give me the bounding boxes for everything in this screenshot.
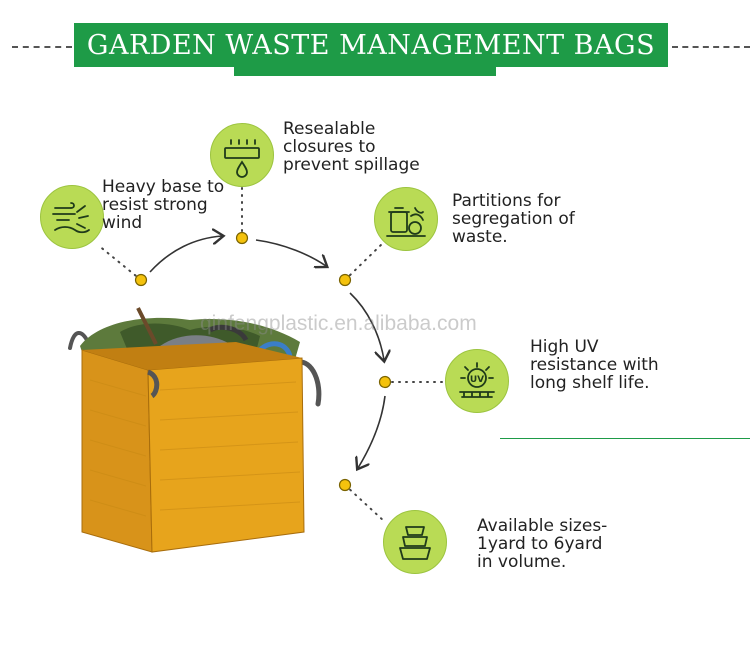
svg-text:UV: UV: [470, 375, 484, 385]
garden-waste-bag-illustration: [68, 307, 322, 553]
feature-text-3: Partitions for segregation of waste.: [452, 191, 575, 247]
arrow-4: [358, 395, 386, 468]
title-underline: [234, 67, 496, 76]
feature-text-2: Resealable closures to prevent spillage: [283, 119, 420, 175]
dot-5: [338, 478, 352, 492]
arrow-2: [255, 239, 326, 266]
dot-4: [378, 375, 392, 389]
stacked-containers-icon: [383, 510, 447, 574]
connector-1: [97, 244, 142, 281]
watermark-text: qinfengplastic.en.alibaba.com: [200, 312, 477, 335]
feature-text-1: Heavy base to resist strong wind: [102, 177, 225, 233]
dot-2: [235, 231, 249, 245]
water-drop-icon: [210, 123, 274, 187]
dot-1: [134, 273, 148, 287]
uv-sun-icon: UV: [445, 349, 509, 413]
arrow-1: [149, 236, 222, 273]
connector-3: [344, 241, 385, 281]
green-divider: [500, 438, 750, 439]
left-dash-line: [12, 46, 72, 48]
feature-text-4: High UV resistance with long shelf life.: [530, 337, 659, 393]
dot-3: [338, 273, 352, 287]
connector-5: [344, 484, 386, 523]
garden-waste-icon: [374, 187, 438, 251]
wind-icon: [40, 185, 104, 249]
right-dash-line: [672, 46, 750, 48]
feature-text-5: Available sizes- 1yard to 6yard in volum…: [477, 516, 608, 572]
arrow-3: [349, 292, 384, 360]
page-title: GARDEN WASTE MANAGEMENT BAGS: [74, 23, 668, 67]
